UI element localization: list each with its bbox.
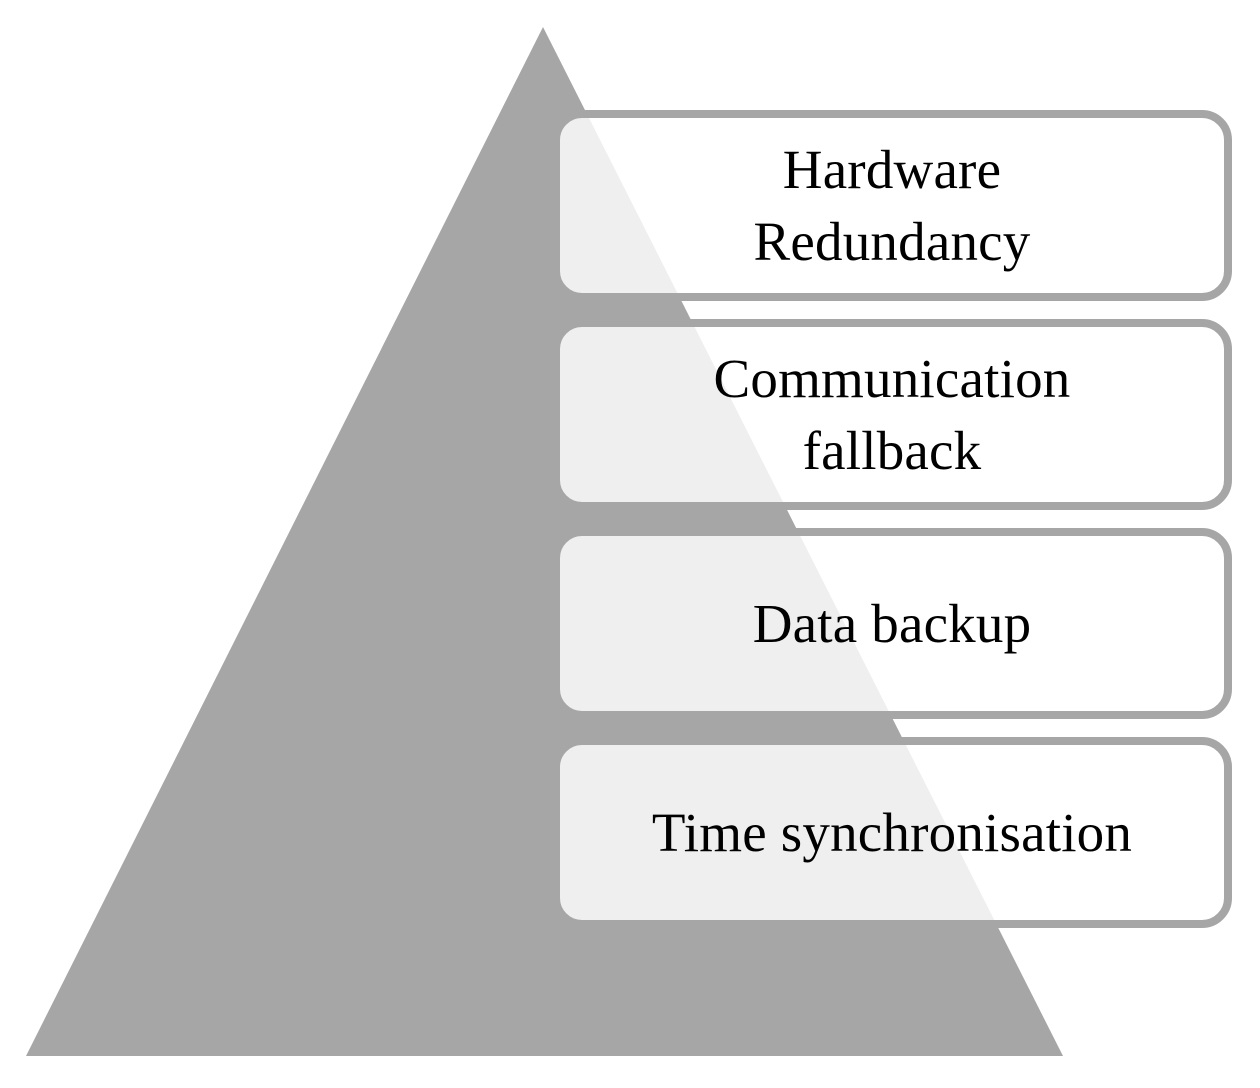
- pyramid-level-stack: Hardware Redundancy Communication fallba…: [552, 110, 1232, 928]
- pyramid-level-label: Communication fallback: [713, 348, 1071, 481]
- pyramid-level-label: Data backup: [752, 592, 1032, 654]
- pyramid-level-time-synchronisation[interactable]: Time synchronisation: [552, 737, 1232, 928]
- pyramid-level-hardware-redundancy[interactable]: Hardware Redundancy: [552, 110, 1232, 301]
- pyramid-level-label: Time synchronisation: [651, 801, 1133, 863]
- pyramid-level-label: Hardware Redundancy: [753, 139, 1031, 272]
- pyramid-level-data-backup[interactable]: Data backup: [552, 528, 1232, 719]
- pyramid-level-communication-fallback[interactable]: Communication fallback: [552, 319, 1232, 510]
